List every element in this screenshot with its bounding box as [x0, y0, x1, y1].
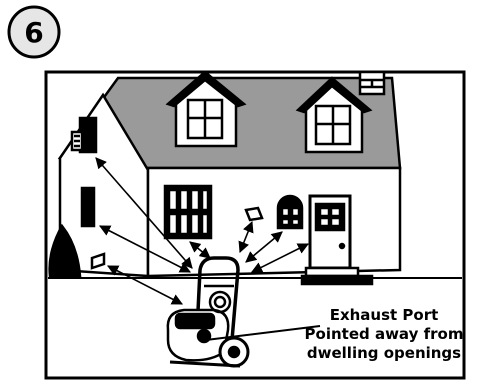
callout-line-3: dwelling openings: [307, 344, 461, 362]
exhaust-leader-line: [205, 325, 321, 341]
front-door: [308, 194, 352, 270]
arched-window: [276, 194, 304, 230]
low-vent: [90, 252, 106, 270]
step-badge: 6: [7, 5, 61, 59]
exhaust-callout: Exhaust Port Pointed away from dwelling …: [305, 306, 464, 362]
wall-vent: [244, 206, 264, 222]
large-window: [163, 184, 213, 240]
callout-line-2: Pointed away from: [305, 325, 464, 343]
pressure-washer: [166, 256, 250, 368]
dormer-left: [165, 70, 247, 148]
dormer-right: [295, 76, 373, 154]
side-window: [80, 186, 96, 228]
hazard-arrows: [95, 157, 310, 305]
step-number: 6: [24, 16, 43, 49]
bush: [48, 223, 82, 278]
callout-line-1: Exhaust Port: [330, 306, 439, 324]
